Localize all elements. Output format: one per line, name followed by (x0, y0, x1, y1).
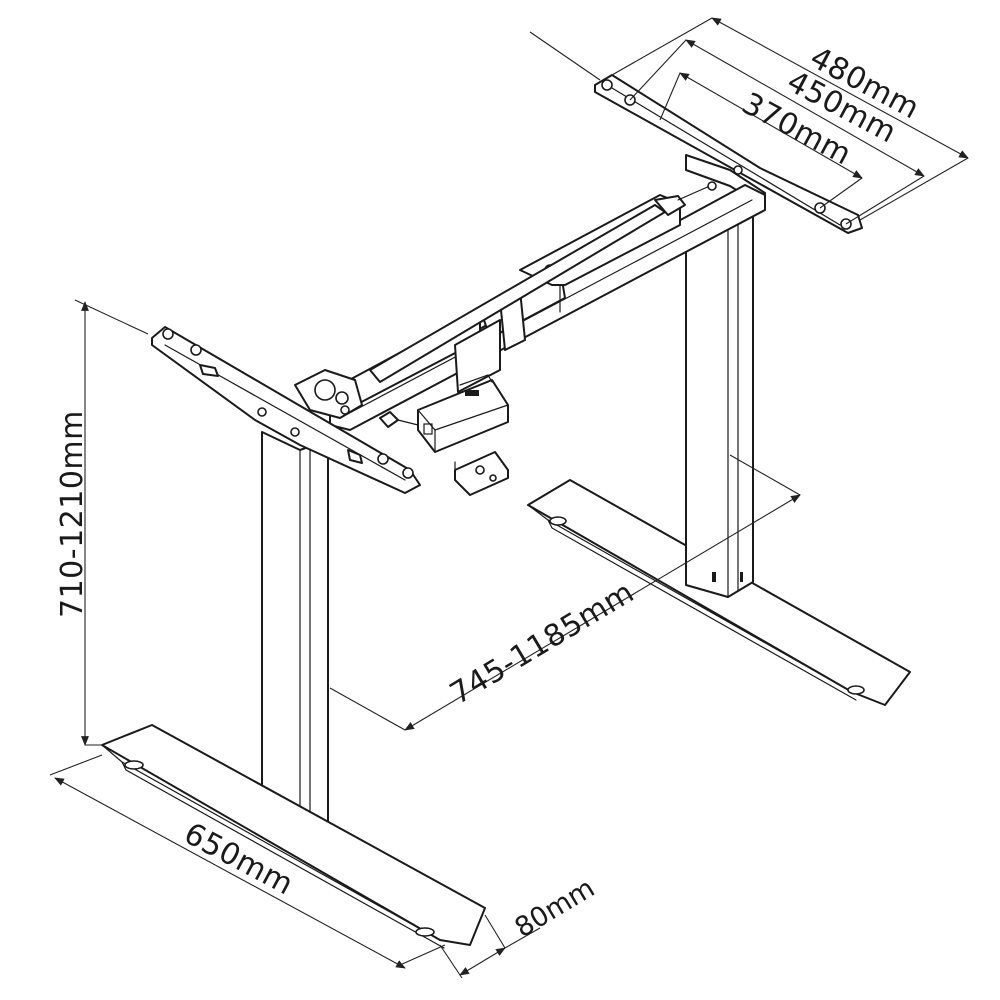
left-column (261, 431, 329, 843)
motor-housing (294, 369, 363, 419)
dim-80-label: 80mm (510, 873, 601, 944)
control-box (417, 374, 509, 453)
left-top-plate (151, 326, 421, 494)
right-column (685, 211, 754, 598)
motor-rod (369, 181, 717, 383)
dim-height-label: 710-1210mm (55, 410, 90, 618)
dim-width-label: 745-1185mm (444, 575, 640, 712)
handset-button (454, 451, 509, 496)
cable-plug (379, 411, 419, 428)
dim-height: 710-1210mm (55, 31, 601, 746)
